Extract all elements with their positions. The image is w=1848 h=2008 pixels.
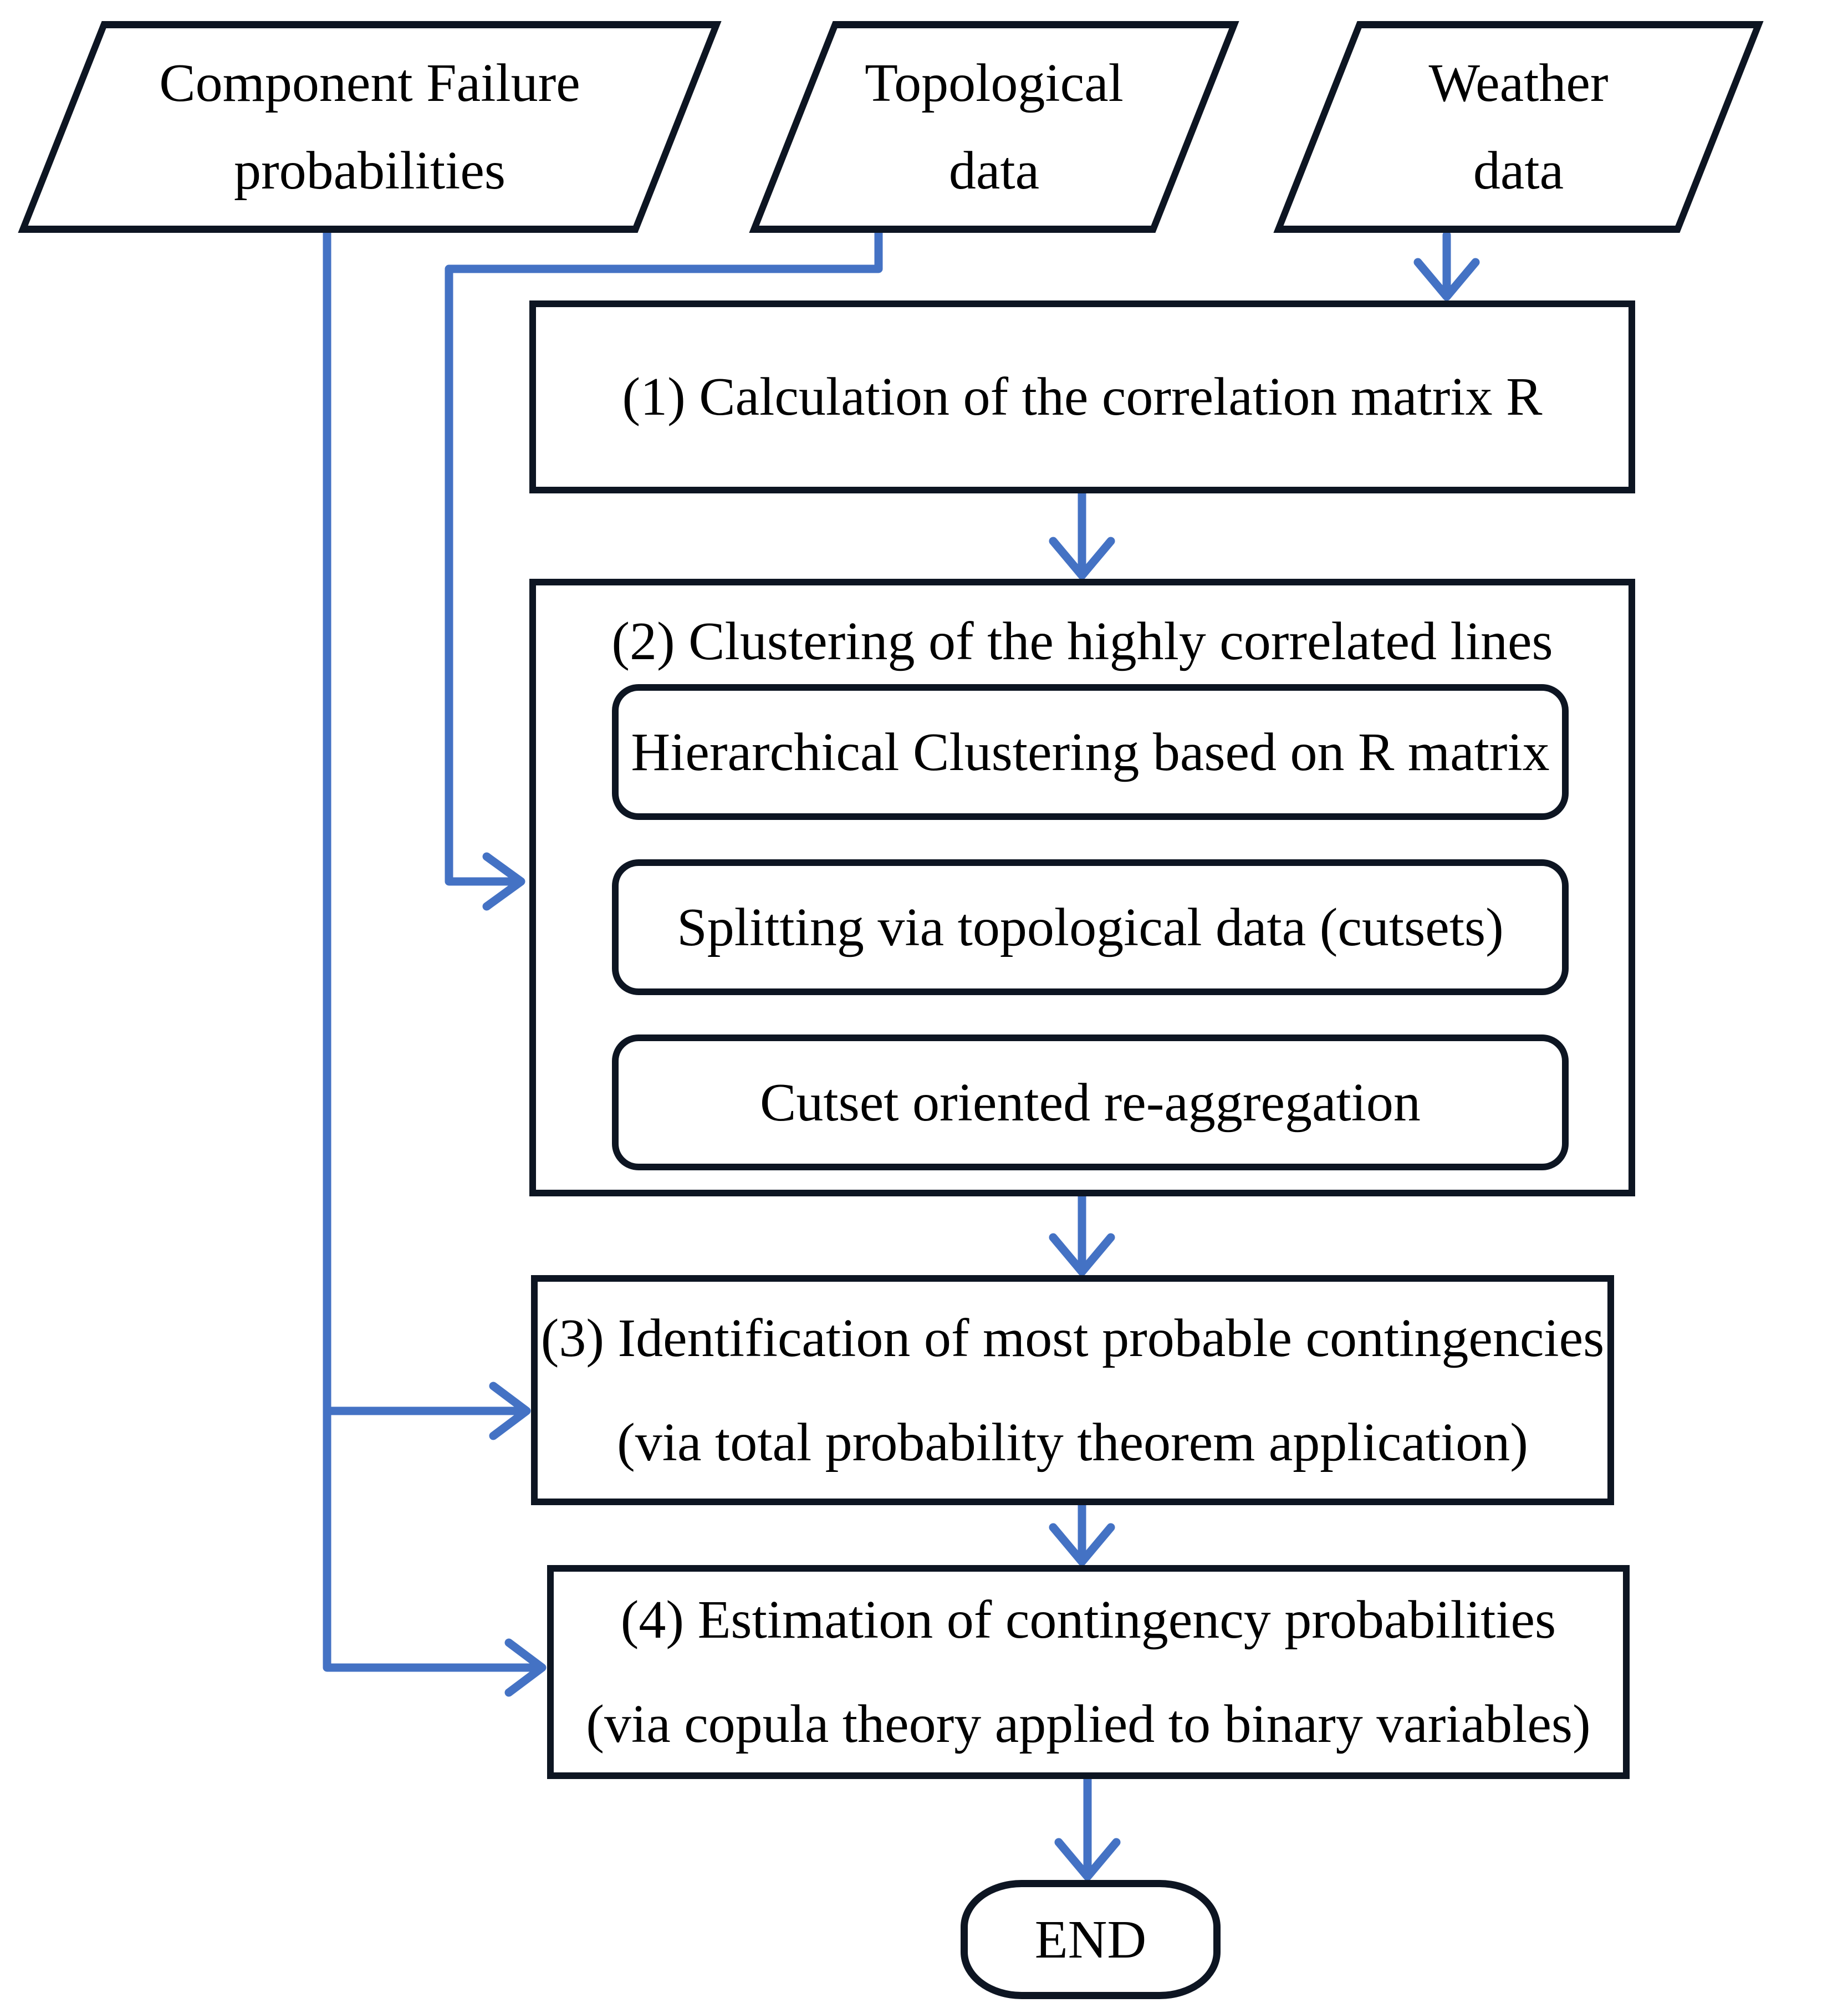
edge-step1-to-step2	[1049, 489, 1115, 580]
input-component-failure-probabilities: Component Failure probabilities	[18, 21, 722, 233]
input-label-line: probabilities	[234, 141, 506, 201]
step4-box: (4) Estimation of contingency probabilit…	[547, 1565, 1630, 1779]
edge-step4-to-end	[1054, 1775, 1121, 1881]
end-terminal: END	[961, 1880, 1221, 1999]
substep-label: Splitting via topological data (cutsets)	[677, 897, 1504, 957]
input-label-line: Topological	[865, 53, 1124, 113]
input-label: Component Failure probabilities	[18, 21, 722, 233]
step4-label: (4) Estimation of contingency probabilit…	[586, 1568, 1590, 1776]
edge-component-failure-to-step3	[323, 1382, 531, 1440]
input-label: Weather data	[1273, 21, 1764, 233]
input-label: Topological data	[749, 21, 1239, 233]
edge-weather-to-step1	[1413, 231, 1480, 301]
input-label-line: data	[1473, 141, 1564, 201]
step3-label: (3) Identification of most probable cont…	[541, 1286, 1605, 1495]
input-weather-data: Weather data	[1273, 21, 1764, 233]
step4-label-line: (via copula theory applied to binary var…	[586, 1694, 1591, 1754]
step1-label: (1) Calculation of the correlation matri…	[622, 364, 1542, 430]
step2-title: (2) Clustering of the highly correlated …	[529, 600, 1635, 683]
input-label-line: Component Failure	[159, 53, 580, 113]
step3-label-line: (3) Identification of most probable cont…	[540, 1308, 1605, 1368]
step1-box: (1) Calculation of the correlation matri…	[529, 300, 1635, 493]
step2-substep-hierarchical-clustering: Hierarchical Clustering based on R matri…	[612, 684, 1569, 820]
input-label-line: data	[948, 141, 1040, 201]
step3-label-line: (via total probability theorem applicati…	[617, 1412, 1528, 1472]
step3-box: (3) Identification of most probable cont…	[531, 1275, 1614, 1505]
edge-step3-to-step4	[1049, 1501, 1115, 1566]
substep-label: Hierarchical Clustering based on R matri…	[631, 722, 1550, 782]
input-topological-data: Topological data	[749, 21, 1239, 233]
step2-substep-cutset-reaggregation: Cutset oriented re-aggregation	[612, 1034, 1569, 1170]
edge-topological-to-step2	[445, 228, 883, 911]
edge-step2-to-step3	[1049, 1192, 1115, 1276]
step4-label-line: (4) Estimation of contingency probabilit…	[620, 1590, 1556, 1650]
substep-label: Cutset oriented re-aggregation	[760, 1072, 1421, 1133]
end-label: END	[1034, 1909, 1147, 1970]
step1-label-line: (1) Calculation of the correlation matri…	[622, 367, 1543, 427]
edge-component-failure-to-step4	[323, 228, 547, 1697]
step2-title-line: (2) Clustering of the highly correlated …	[611, 611, 1553, 671]
input-label-line: Weather	[1428, 53, 1609, 113]
step2-substep-splitting-cutsets: Splitting via topological data (cutsets)	[612, 859, 1569, 995]
